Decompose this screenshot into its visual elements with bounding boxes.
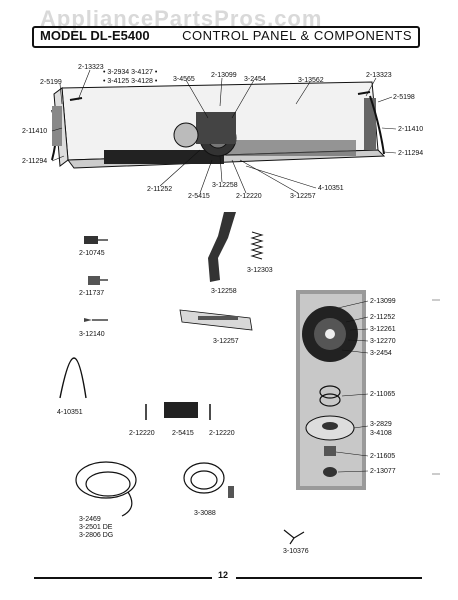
wire-spring-4-10351: [59, 357, 87, 399]
part-number-label: 2-11065: [370, 391, 396, 398]
part-number-label: 3-12270: [370, 338, 396, 345]
part-number-label: 3-12303: [247, 267, 273, 274]
part-number-label: 2-12220: [209, 430, 235, 437]
part-number-label: 3-3088: [194, 510, 216, 517]
clip-3-12140: [84, 318, 108, 322]
part-number-label: 3-12258: [211, 288, 237, 295]
page-number: 12: [218, 570, 229, 580]
part-number-label: 2-13323: [366, 72, 392, 79]
part-number-label: 2-11410: [398, 126, 424, 133]
part-number-label: • 3-2934 3-4127 •: [103, 69, 158, 76]
diagram-header: MODEL DL-E5400 CONTROL PANEL & COMPONENT…: [32, 26, 420, 48]
connector-2-10745: [84, 236, 108, 244]
part-number-label: 3-12261: [370, 326, 396, 333]
part-number-label: 3-12140: [79, 331, 105, 338]
part-number-label: 4-10351: [318, 185, 344, 192]
rod-3-12257: [179, 309, 253, 331]
part-number-label: 2-10745: [79, 250, 105, 257]
part-number-label: 4-10351: [57, 409, 83, 416]
model-number: MODEL DL-E5400: [40, 28, 150, 43]
clip-2-11737: [88, 276, 108, 285]
part-number-label: 3-2469: [79, 516, 101, 523]
part-number-label: 2-5415: [188, 193, 210, 200]
wire-harness-3-2469: [75, 461, 137, 517]
part-number-label: 3-2829: [370, 421, 392, 428]
part-number-label: 2-13077: [370, 468, 396, 475]
diagram-title: CONTROL PANEL & COMPONENTS: [182, 28, 412, 43]
control-panel-assembly: [51, 81, 386, 169]
part-number-label: 3-12258: [212, 182, 238, 189]
switch-2-5415: [145, 402, 211, 420]
part-number-label: 3-13562: [298, 77, 324, 84]
spring-3-12303: [250, 231, 264, 260]
part-number-label: 2-13323: [78, 64, 104, 71]
footer-rule-right: [236, 577, 422, 579]
footer-rule-left: [34, 577, 212, 579]
part-number-label: 3-12257: [290, 193, 316, 200]
bracket-3-12258: [208, 212, 236, 282]
part-number-label: 2-11294: [398, 150, 424, 157]
part-number-label: 2-5199: [40, 79, 62, 86]
part-number-label: 2-13099: [211, 72, 237, 79]
part-number-label: 3-2501 DE: [79, 524, 113, 531]
part-number-label: 3-2454: [244, 76, 266, 83]
part-number-label: 2-11605: [370, 453, 396, 460]
part-number-label: 2-11252: [147, 186, 173, 193]
part-number-label: • 3-4125 3-4128 •: [103, 78, 158, 85]
wire-harness-3-3088: [183, 462, 234, 498]
part-number-label: 2-13099: [370, 298, 396, 305]
part-number-label: 3-4108: [370, 430, 392, 437]
part-number-label: 2-11410: [22, 128, 48, 135]
part-number-label: 3-2454: [370, 350, 392, 357]
part-number-label: 3-2806 DG: [79, 532, 114, 539]
part-number-label: 2-11294: [22, 158, 48, 165]
part-number-label: 2-11252: [370, 314, 396, 321]
part-number-label: 2-5415: [172, 430, 194, 437]
part-number-label: 2-5198: [393, 94, 415, 101]
part-number-label: 3-12257: [213, 338, 239, 345]
part-number-label: 3-4565: [173, 76, 195, 83]
timer-leader-lines: [335, 300, 369, 473]
part-number-label: 2-12220: [236, 193, 262, 200]
clip-3-10376: [283, 529, 305, 545]
part-number-label: 2-12220: [129, 430, 155, 437]
part-number-label: 2-11737: [79, 290, 105, 297]
part-number-label: 3-10376: [283, 548, 309, 555]
leader-lines: [51, 69, 397, 194]
